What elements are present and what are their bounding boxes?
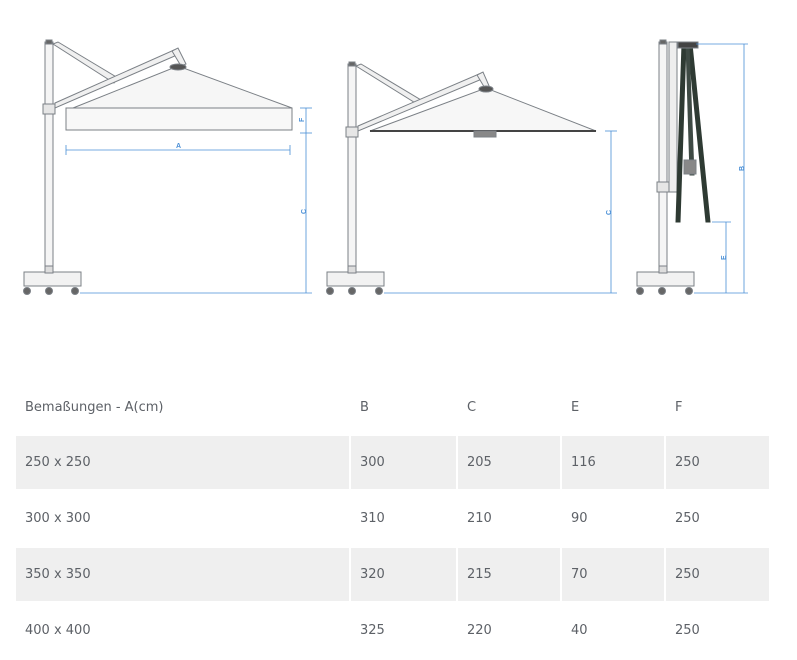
table-cell: 70 <box>562 548 664 601</box>
table-cell: 320 <box>351 548 456 601</box>
table-cell: 210 <box>467 511 492 526</box>
table-cell: 116 <box>562 436 664 489</box>
umbrella-dimension-diagram: A F C C <box>23 39 748 295</box>
table-cell: 300 <box>351 436 456 489</box>
umbrella-side-view-flat <box>326 61 597 295</box>
column-header: E <box>571 399 580 415</box>
dimension-label-c2: C <box>606 210 613 215</box>
table-row: 350 x 350 320 215 70 250 <box>16 548 769 601</box>
dimension-label-f: F <box>299 117 306 122</box>
column-header: B <box>360 399 369 415</box>
table-cell: 310 <box>360 511 385 526</box>
column-header: F <box>675 399 683 415</box>
table-cell: 250 x 250 <box>16 436 349 489</box>
table-header-row: Bemaßungen - A(cm) B C E F <box>16 381 769 433</box>
table-cell: 250 <box>675 623 700 638</box>
table-cell: 325 <box>360 623 385 638</box>
dimension-label-b: B <box>739 166 746 171</box>
table-row: 300 x 300 310 210 90 250 <box>16 492 769 545</box>
dimension-label-e: E <box>721 255 728 260</box>
table-cell: 250 <box>675 511 700 526</box>
table-cell: 215 <box>458 548 560 601</box>
table-cell: 220 <box>467 623 492 638</box>
column-header: C <box>467 399 477 415</box>
umbrella-side-view-closed <box>636 39 711 295</box>
dimension-label-a: A <box>176 143 181 150</box>
table-cell: 350 x 350 <box>16 548 349 601</box>
dimensions-table: Bemaßungen - A(cm) B C E F 250 x 250 300… <box>14 378 771 660</box>
table-cell: 90 <box>571 511 588 526</box>
table-cell: 250 <box>666 548 769 601</box>
table-cell: 400 x 400 <box>25 623 91 638</box>
table-cell: 300 x 300 <box>25 511 91 526</box>
table-cell: 40 <box>571 623 588 638</box>
column-header: Bemaßungen - A(cm) <box>25 399 164 415</box>
table-row: 400 x 400 325 220 40 250 <box>16 604 769 657</box>
dimension-lines-fig2 <box>384 130 617 294</box>
dimension-label-c1: C <box>301 209 308 214</box>
dimension-lines-fig3 <box>694 43 748 294</box>
dimension-lines-fig1 <box>65 107 312 294</box>
umbrella-side-view-open <box>23 39 293 295</box>
table-cell: 205 <box>458 436 560 489</box>
table-cell: 250 <box>666 436 769 489</box>
table-row: 250 x 250 300 205 116 250 <box>16 436 769 489</box>
